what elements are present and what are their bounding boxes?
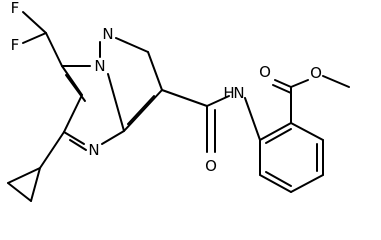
bond xyxy=(244,97,261,141)
bond xyxy=(265,171,292,187)
bond xyxy=(115,37,149,53)
bond xyxy=(45,32,63,67)
atom-labels: F F N N N O N H O O xyxy=(11,0,322,175)
bond xyxy=(259,174,292,193)
bond xyxy=(22,11,47,34)
bond xyxy=(290,174,324,193)
bond xyxy=(63,131,85,145)
bond xyxy=(147,51,163,91)
bond xyxy=(161,89,208,107)
bond xyxy=(7,167,41,184)
bond xyxy=(265,128,292,144)
bond xyxy=(22,32,47,44)
bond xyxy=(274,79,292,88)
bond xyxy=(123,89,163,132)
fluorine-atom-label: F xyxy=(11,36,20,54)
bonds xyxy=(7,11,350,202)
pyrimidine-nitrogen-label: N xyxy=(88,141,99,159)
bond xyxy=(127,95,155,125)
bond xyxy=(290,79,309,88)
bond xyxy=(61,65,83,96)
bond xyxy=(39,131,65,169)
bridgehead-nitrogen-label: N xyxy=(94,57,105,75)
bond xyxy=(101,130,125,145)
ester-carbonyl-oxygen-label: O xyxy=(259,63,271,81)
ester-ether-oxygen-label: O xyxy=(310,64,322,82)
bond xyxy=(7,182,32,202)
bond xyxy=(322,75,350,88)
pyrazole-nitrogen-label: N xyxy=(102,25,113,43)
bond xyxy=(206,95,230,107)
bond xyxy=(290,122,324,141)
amide-hydrogen-label: H xyxy=(223,84,234,102)
bond xyxy=(107,73,125,132)
bond xyxy=(30,167,41,202)
bond xyxy=(272,84,292,94)
amide-nitrogen-label: N xyxy=(233,84,244,102)
molecule-structure-diagram: F F N N N O N H O O xyxy=(7,0,350,202)
amide-oxygen-label: O xyxy=(205,157,217,175)
bond xyxy=(259,122,292,141)
bond xyxy=(63,94,83,133)
bond xyxy=(65,74,86,102)
bond xyxy=(69,139,87,151)
fluorine-atom-label: F xyxy=(11,0,20,17)
